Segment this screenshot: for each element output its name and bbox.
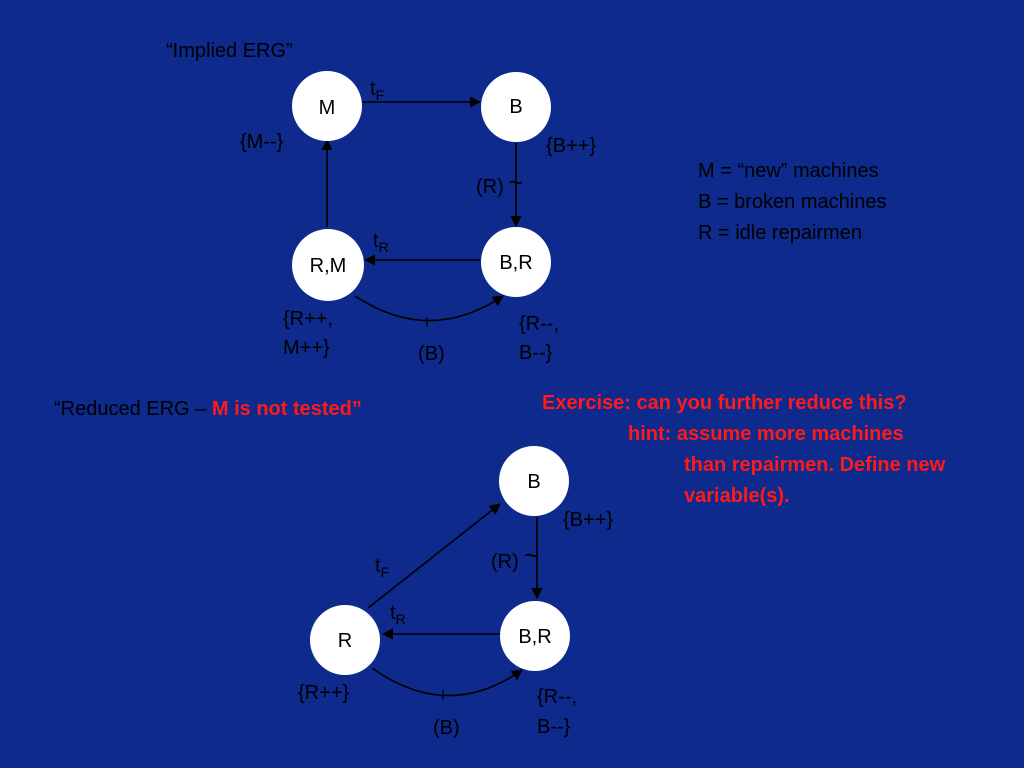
exercise-note: Exercise: can you further reduce this? h… bbox=[542, 388, 945, 512]
reduced-effect-b: {B++} bbox=[563, 509, 613, 531]
reduced-erg-title: “Reduced ERG – M is not tested” bbox=[54, 398, 362, 421]
implied-edge-r-condition: (R) bbox=[476, 176, 504, 198]
reduced-effect-br-line2: B--} bbox=[537, 716, 571, 738]
reduced-erg-title-prefix: “Reduced ERG – bbox=[54, 398, 212, 420]
reduced-effect-r: {R++} bbox=[298, 682, 349, 704]
implied-effect-b: {B++} bbox=[546, 135, 596, 157]
reduced-edge-delay-squiggle: ≀ bbox=[440, 687, 446, 704]
legend-item-b: B = broken machines bbox=[698, 191, 887, 213]
reduced-node-br-label: B,R bbox=[518, 626, 551, 648]
reduced-node-br: B,R bbox=[500, 601, 570, 671]
reduced-node-b: B bbox=[499, 446, 569, 516]
reduced-node-r-label: R bbox=[338, 630, 352, 652]
implied-node-br-label: B,R bbox=[499, 252, 532, 274]
implied-effect-rm-line1: {R++, bbox=[283, 308, 333, 330]
exercise-line2: hint: assume more machines bbox=[628, 423, 904, 445]
reduced-node-r: R bbox=[310, 605, 380, 675]
reduced-edge-tf-label: tF bbox=[375, 555, 389, 580]
reduced-edge-delay-tilde: ~ bbox=[524, 540, 539, 570]
implied-node-br: B,R bbox=[481, 227, 551, 297]
reduced-edge-r-to-br-curve bbox=[371, 667, 523, 697]
reduced-node-b-label: B bbox=[527, 471, 540, 493]
reduced-effect-br-line1: {R--, bbox=[537, 686, 577, 708]
implied-edge-rm-to-br-curve bbox=[354, 295, 504, 322]
implied-edge-delay-squiggle: ≀ bbox=[424, 314, 430, 331]
reduced-edge-r-condition: (R) bbox=[491, 551, 519, 573]
implied-edge-b-condition: (B) bbox=[418, 343, 445, 365]
exercise-line4: variable(s). bbox=[684, 485, 790, 507]
reduced-edge-tr-label: tR bbox=[390, 602, 406, 627]
exercise-line3: than repairmen. Define new bbox=[684, 454, 946, 476]
implied-edge-delay-tilde: ~ bbox=[508, 167, 523, 197]
implied-edge-tr-label: tR bbox=[373, 230, 389, 255]
implied-node-rm: R,M bbox=[292, 229, 364, 301]
implied-effect-br-line2: B--} bbox=[519, 342, 553, 364]
implied-node-rm-label: R,M bbox=[310, 255, 347, 277]
exercise-line1: Exercise: can you further reduce this? bbox=[542, 392, 907, 414]
implied-node-m: M bbox=[292, 71, 362, 141]
implied-node-b-label: B bbox=[509, 96, 522, 118]
implied-erg-title: “Implied ERG” bbox=[166, 40, 293, 62]
reduced-edge-b-condition: (B) bbox=[433, 717, 460, 739]
implied-effect-m: {M--} bbox=[240, 131, 284, 153]
legend-item-r: R = idle repairmen bbox=[698, 222, 862, 244]
implied-edge-tf-label: tF bbox=[370, 78, 384, 103]
reduced-edge-r-to-b bbox=[367, 503, 501, 609]
implied-effect-rm-line2: M++} bbox=[283, 337, 330, 359]
implied-node-m-label: M bbox=[319, 97, 336, 119]
implied-node-b: B bbox=[481, 72, 551, 142]
legend-item-m: M = “new” machines bbox=[698, 160, 879, 182]
reduced-erg-title-highlight: M is not tested” bbox=[211, 398, 362, 420]
implied-effect-br-line1: {R--, bbox=[519, 313, 559, 335]
variable-legend: M = “new” machines B = broken machines R… bbox=[698, 156, 886, 249]
